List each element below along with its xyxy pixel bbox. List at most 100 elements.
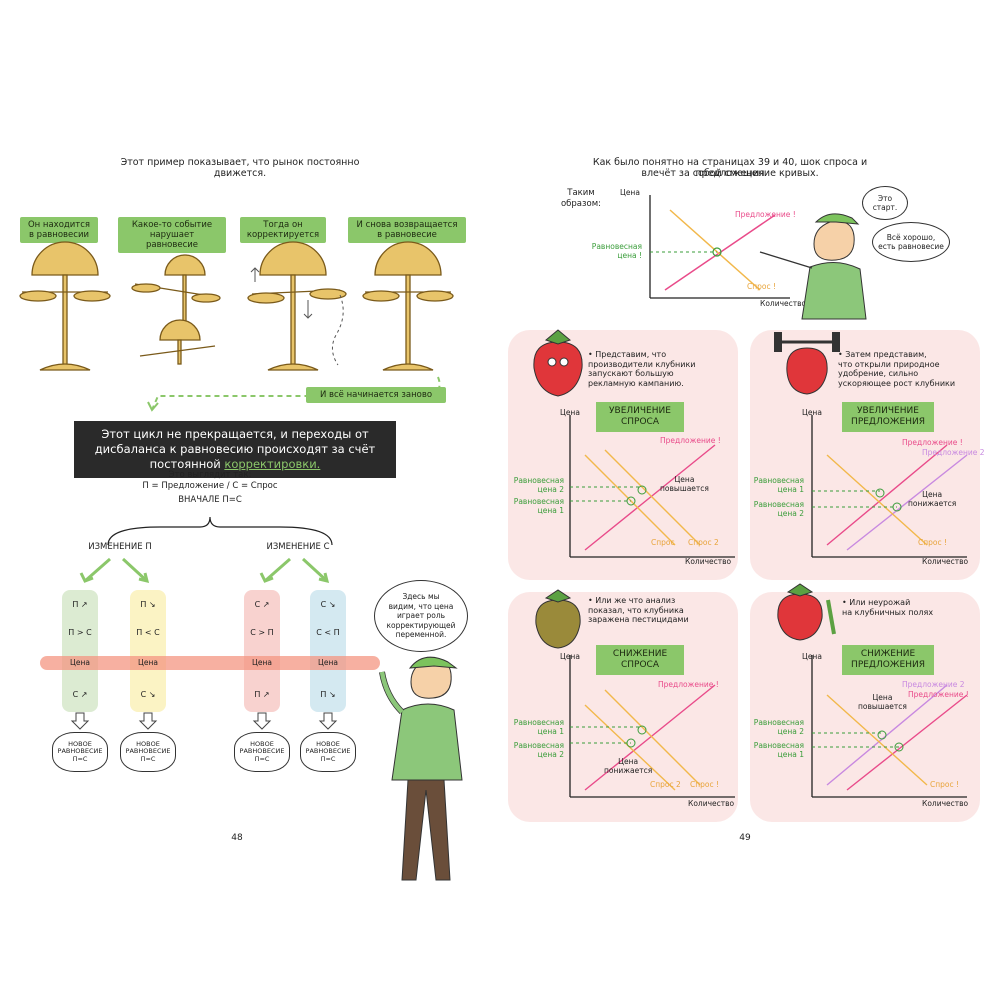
page-number-left: 48 bbox=[231, 833, 243, 843]
col2-top: П ↘ bbox=[140, 600, 156, 609]
step-label-1: Он находится в равновесии bbox=[20, 217, 98, 243]
panel1-axis-price: Цена bbox=[560, 408, 580, 417]
col3-mid: С > П bbox=[250, 628, 274, 637]
col3-bottom: П ↗ bbox=[254, 690, 270, 699]
col4-bottom: П ↘ bbox=[320, 690, 336, 699]
thus-label: Таким образом: bbox=[560, 188, 602, 209]
panel1-axis-qty: Количество bbox=[685, 557, 732, 566]
column-3-bg bbox=[244, 590, 280, 712]
column-4-bg bbox=[310, 590, 346, 712]
split-arrows bbox=[79, 557, 330, 584]
column-down-arrows bbox=[70, 712, 338, 730]
scales-illustration bbox=[19, 241, 454, 371]
cycle-highlight: корректировки. bbox=[224, 457, 321, 471]
cycle-line-3: постоянной bbox=[149, 457, 221, 471]
panel3-axis-qty: Количество bbox=[688, 799, 735, 808]
right-intro-2: влечёт за собой смещение кривых. bbox=[641, 168, 819, 179]
legend-text: П = Предложение / С = Спрос bbox=[142, 481, 278, 491]
right-intro-1: Как было понятно на страницах 39 и 40, ш… bbox=[592, 157, 868, 179]
panel1-eq-bottom: Равновесная цена 1 bbox=[513, 497, 564, 515]
new-eq-1: НОВОЕ РАВНОВЕСИЕ П=С bbox=[52, 732, 108, 772]
panel4-title: СНИЖЕНИЕ ПРЕДЛОЖЕНИЯ bbox=[842, 645, 934, 675]
col1-mid: П > С bbox=[68, 628, 92, 637]
col2-bottom: С ↘ bbox=[140, 690, 156, 699]
panel1-demand2: Спрос 2 bbox=[688, 538, 719, 547]
col1-bottom: С ↗ bbox=[72, 690, 88, 699]
col1-top: П ↗ bbox=[72, 600, 88, 609]
panel4-note: • Или неурожай на клубничных полях bbox=[842, 598, 934, 617]
top-axis-qty: Количество bbox=[760, 299, 807, 308]
step-label-3: Тогда он корректируется bbox=[240, 217, 326, 243]
panel3-title: СНИЖЕНИЕ СПРОСА bbox=[596, 645, 684, 675]
page-number-right: 49 bbox=[739, 833, 751, 843]
change-p: ИЗМЕНЕНИЕ П bbox=[88, 542, 152, 552]
new-eq-3: НОВОЕ РАВНОВЕСИЕ П=С bbox=[234, 732, 290, 772]
panel1-note: • Представим, что производители клубники… bbox=[588, 350, 696, 388]
top-axis-price: Цена bbox=[620, 188, 640, 197]
panel3-eq-top: Равновесная цена 1 bbox=[513, 718, 564, 736]
panel1-supply: Предложение ! bbox=[660, 436, 721, 445]
top-chart bbox=[649, 195, 790, 299]
panel3-axis-price: Цена bbox=[560, 652, 580, 661]
initially-text: ВНАЧАЛЕ П=С bbox=[178, 495, 242, 505]
loop-label: И всё начинается заново bbox=[306, 387, 446, 403]
top-eq-price: Равновесная цена ! bbox=[591, 242, 642, 260]
column-2-bg bbox=[130, 590, 166, 712]
panel3-supply: Предложение ! bbox=[658, 680, 719, 689]
panel2-axis-qty: Количество bbox=[922, 557, 969, 566]
panel4-effect: Цена повышается bbox=[858, 693, 907, 711]
left-intro: Этот пример показывает, что рынок постоя… bbox=[120, 157, 360, 179]
change-c: ИЗМЕНЕНИЕ С bbox=[266, 542, 330, 552]
top-supply-label: Предложение ! bbox=[735, 210, 796, 219]
panel2-eq-bottom: Равновесная цена 2 bbox=[753, 500, 804, 518]
panel1-demand: Спрос bbox=[651, 538, 675, 547]
new-eq-2: НОВОЕ РАВНОВЕСИЕ П=С bbox=[120, 732, 176, 772]
strawberry-weightlifter-icon bbox=[774, 332, 840, 395]
panel4-axis-price: Цена bbox=[802, 652, 822, 661]
panel4-demand: Спрос ! bbox=[930, 780, 960, 789]
strawberry-icon bbox=[533, 329, 583, 397]
speech-equilibrium: Всё хорошо, есть равновесие bbox=[872, 222, 950, 262]
top-demand-label: Спрос ! bbox=[747, 282, 777, 291]
new-eq-4: НОВОЕ РАВНОВЕСИЕ П=С bbox=[300, 732, 356, 772]
cycle-explanation: Этот цикл не прекращается, и переходы от… bbox=[74, 421, 396, 478]
col3-price: Цена bbox=[252, 658, 272, 667]
column-1-bg bbox=[62, 590, 98, 712]
col3-top: С ↗ bbox=[254, 600, 270, 609]
speech-start: Это старт. bbox=[862, 186, 908, 220]
panel1-eq-top: Равновесная цена 2 bbox=[513, 476, 564, 494]
price-band bbox=[40, 656, 380, 670]
panel3-demand: Спрос ! bbox=[690, 780, 720, 789]
col4-top: С ↘ bbox=[320, 600, 336, 609]
panel2-supply2: Предложение 2 bbox=[922, 448, 985, 457]
bracket bbox=[107, 516, 333, 546]
panel2-axis-price: Цена bbox=[802, 408, 822, 417]
panel4-eq-top: Равновесная цена 2 bbox=[753, 718, 804, 736]
panel3-chart bbox=[569, 655, 735, 798]
panel3-eq-bottom: Равновесная цена 2 bbox=[513, 741, 564, 759]
panel2-eq-top: Равновесная цена 1 bbox=[753, 476, 804, 494]
panel2-demand: Спрос ! bbox=[918, 538, 948, 547]
panel4-supply: Предложение ! bbox=[908, 690, 969, 699]
speech-bubble-left: Здесь мы видим, что цена играет роль кор… bbox=[374, 580, 468, 652]
step-label-4: И снова возвращается в равновесие bbox=[348, 217, 466, 243]
panel4-eq-bottom: Равновесная цена 1 bbox=[753, 741, 804, 759]
panel2-note: • Затем представим, что открыли природно… bbox=[838, 350, 956, 388]
panel2-chart bbox=[811, 415, 968, 558]
sick-strawberry-icon bbox=[535, 589, 581, 649]
col4-price: Цена bbox=[318, 658, 338, 667]
step-label-2: Какое-то событие нарушает равновесие bbox=[118, 217, 226, 253]
loop-arrow bbox=[147, 376, 441, 412]
looks-like: Это выглядит так: bbox=[168, 470, 252, 480]
panel4-chart bbox=[811, 655, 968, 798]
col1-price: Цена bbox=[70, 658, 90, 667]
character-right bbox=[759, 213, 867, 320]
panel1-effect: Цена повышается bbox=[660, 475, 709, 493]
panel1-chart bbox=[569, 415, 735, 558]
col2-mid: П < С bbox=[136, 628, 160, 637]
col2-price: Цена bbox=[138, 658, 158, 667]
panel4-axis-qty: Количество bbox=[922, 799, 969, 808]
panel3-effect: Цена понижается bbox=[604, 757, 653, 775]
crying-strawberry-icon bbox=[777, 583, 836, 641]
panel3-demand2: Спрос 2 bbox=[650, 780, 681, 789]
